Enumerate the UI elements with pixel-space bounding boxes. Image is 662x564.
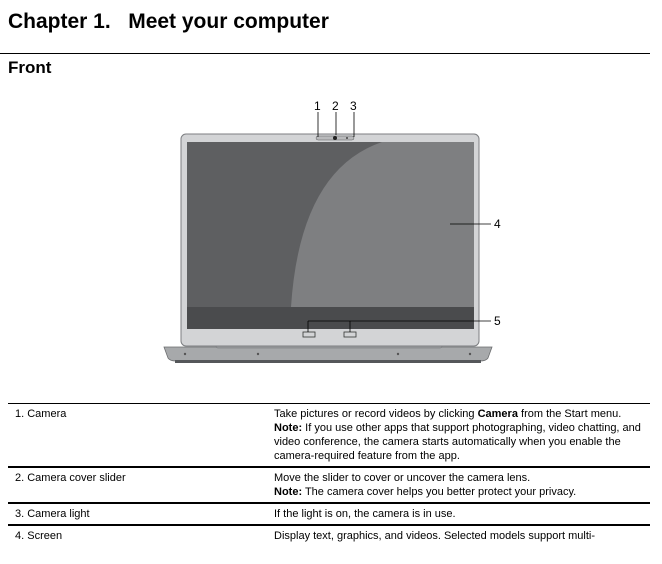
table-row: 4. Screen Display text, graphics, and vi… (8, 525, 650, 546)
note-label: Note: (274, 486, 303, 498)
callout-3: 3 (350, 99, 357, 113)
base-dot-3 (396, 352, 400, 356)
callout-1: 1 (314, 99, 321, 113)
laptop-base (163, 346, 493, 362)
table-row: 2. Camera cover slider Move the slider t… (8, 467, 650, 503)
chapter-title: Chapter 1. Meet your computer (8, 10, 329, 33)
note-label: Note: (274, 422, 303, 434)
callout-2: 2 (332, 99, 339, 113)
camera-lens (333, 136, 337, 140)
camera-light (346, 137, 348, 139)
callout-5: 5 (494, 314, 501, 328)
component-name: 4. Screen (15, 530, 63, 542)
wallpaper-curve (291, 142, 474, 307)
component-description: Take pictures or record videos by clicki… (274, 408, 641, 462)
component-description: If the light is on, the camera is in use… (274, 508, 456, 520)
base-dot-2 (256, 352, 260, 356)
laptop-front-illustration: 1 2 3 4 5 (163, 99, 501, 363)
section-title: Front (8, 58, 52, 77)
component-table: 1. Camera Take pictures or record videos… (8, 403, 650, 546)
component-name: 3. Camera light (15, 508, 90, 520)
base-dot-1 (183, 352, 187, 356)
table-row: 3. Camera light If the light is on, the … (8, 503, 650, 525)
bottom-band (187, 307, 474, 329)
laptop-base-bottom (175, 360, 481, 363)
table-row: 1. Camera Take pictures or record videos… (8, 403, 650, 468)
component-description: Display text, graphics, and videos. Sele… (274, 530, 595, 542)
microphone-left (302, 331, 316, 338)
title-divider (0, 53, 650, 54)
component-name: 2. Camera cover slider (15, 472, 126, 484)
component-description: Move the slider to cover or uncover the … (274, 472, 577, 498)
component-name: 1. Camera (15, 408, 67, 420)
base-dot-4 (468, 352, 472, 356)
callout-4: 4 (494, 217, 501, 231)
